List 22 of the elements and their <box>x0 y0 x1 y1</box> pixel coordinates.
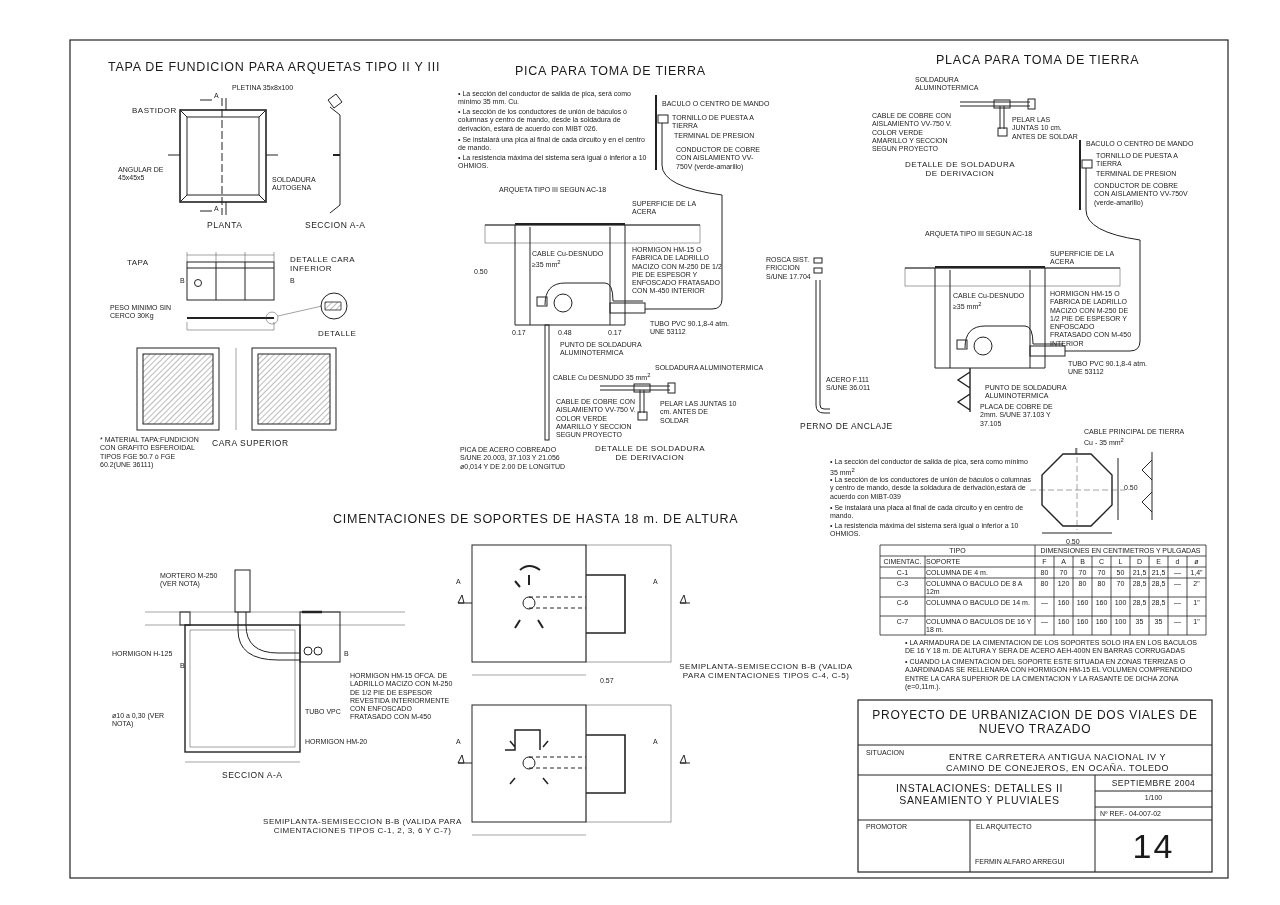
part-label: BASTIDOR <box>132 106 177 116</box>
drawing-caption: DETALLE DE SOLDADURA DE DERIVACION <box>594 444 706 463</box>
title-block-text: INSTALACIONES: DETALLES II SANEAMIENTO Y PLUVIALES <box>894 782 1065 807</box>
drawing-caption: CARA SUPERIOR <box>212 438 289 448</box>
section-title: PLACA PARA TOMA DE TIERRA <box>936 53 1140 68</box>
drawing-caption: SEMIPLANTA-SEMISECCION B-B (VALIDA PARA CIMENTACIONES TIPOS C-1, 2, 3, 6 Y C-7) <box>262 817 463 836</box>
section-title: TAPA DE FUNDICION PARA ARQUETAS TIPO II Y III <box>108 60 441 75</box>
title-block-text: ENTRE CARRETERA ANTIGUA NACIONAL IV Y CAMINO DE CONEJEROS, EN OCAÑA. TOLEDO <box>944 752 1171 774</box>
drawing-caption: PERNO DE ANCLAJE <box>800 421 893 431</box>
title-block-text: SEPTIEMBRE 2004 <box>1110 778 1197 788</box>
drawing-caption: DETALLE DE SOLDADURA DE DERIVACION <box>904 160 1016 179</box>
section-title: PICA PARA TOMA DE TIERRA <box>515 64 706 79</box>
title-block-text: PROYECTO DE URBANIZACION DE DOS VIALES DE NUEVO TRAZADO <box>871 708 1199 737</box>
drawing-caption: SEMIPLANTA-SEMISECCION B-B (VALIDA PARA CIMENTACIONES TIPOS C-4, C-5) <box>678 662 854 681</box>
part-label: TAPA <box>127 258 149 268</box>
drawing-caption: SECCION A-A <box>305 220 366 230</box>
drawing-caption: DETALLE CARA INFERIOR <box>290 255 356 274</box>
drawing-caption: DETALLE <box>318 329 357 339</box>
drawing-caption: PLANTA <box>207 220 243 230</box>
title-block-text: 14 <box>1131 826 1176 867</box>
drawing-caption: SECCION A-A <box>222 770 283 780</box>
section-title: CIMENTACIONES DE SOPORTES DE HASTA 18 m. DE ALTURA <box>333 512 739 527</box>
